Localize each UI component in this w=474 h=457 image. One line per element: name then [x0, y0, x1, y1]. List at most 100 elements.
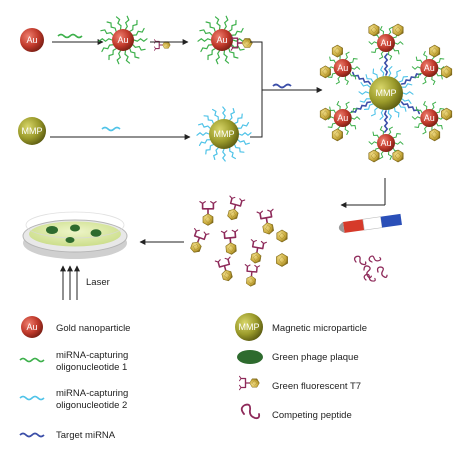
svg-text:Au: Au: [424, 113, 435, 123]
complex-phage-head: [441, 107, 453, 121]
mmp-core: MMP: [369, 76, 403, 110]
au-label: Au: [26, 35, 37, 45]
competing-peptides-cluster: [353, 255, 388, 282]
legend-gold-icon: Au: [21, 316, 43, 338]
legend-oligo1-line2: oligonucleotide 1: [56, 362, 127, 373]
mmp-particle-start: MMP: [18, 117, 46, 145]
merge-bracket: [250, 41, 263, 138]
legend-oligo2-line2: oligonucleotide 2: [56, 400, 127, 411]
peptide-3: [368, 255, 382, 263]
released-phage-6: [250, 239, 267, 264]
svg-text:Au: Au: [380, 38, 391, 48]
peptide-5: [363, 273, 376, 282]
legend-mmp-icon: MMP: [235, 313, 263, 341]
phage-head: [227, 208, 239, 221]
legend-mirna-icon: [19, 432, 45, 438]
petri-dish: [22, 211, 128, 259]
legend-target-mirna: Target miRNA: [56, 430, 116, 441]
phage-head: [241, 38, 253, 48]
legend-competing-peptide: Competing peptide: [272, 410, 352, 421]
au-satellite-5: Au: [333, 109, 352, 127]
free-phage-head: [276, 229, 288, 243]
legend-oligo2-icon: [19, 395, 45, 401]
bound-phage: [230, 35, 253, 51]
au-particle-capture: Au: [112, 29, 134, 51]
phage-head: [162, 41, 171, 49]
au-with-oligo1: Au: [98, 15, 148, 65]
phage-head: [262, 222, 274, 235]
mirna-icon-merge: [272, 83, 292, 89]
complex-phage-head: [319, 107, 331, 121]
svg-text:Au: Au: [337, 63, 348, 73]
legend-green-fluorescent-t7: Green fluorescent T7: [272, 381, 361, 392]
phage-head: [249, 378, 260, 388]
au-satellite-4: Au: [377, 134, 395, 152]
complex-phage-head: [441, 65, 453, 79]
complex-phage-head: [429, 44, 441, 58]
complex-phage-head: [429, 128, 441, 142]
legend-plaque-icon: [237, 350, 263, 364]
mmp-particle-capture: MMP: [209, 119, 239, 149]
phage-head: [221, 269, 233, 282]
phage-plaque-4: [65, 237, 75, 243]
legend-green-phage-plaque: Green phage plaque: [272, 352, 359, 363]
magnet-icon: [338, 213, 402, 233]
svg-text:Au: Au: [117, 35, 128, 45]
released-phage-2: [227, 195, 246, 221]
au-satellite-1: Au: [377, 34, 395, 52]
svg-text:Au: Au: [380, 138, 391, 148]
phage-head: [202, 213, 214, 226]
phage-head: [225, 242, 237, 255]
phage-plaque-3: [90, 229, 102, 237]
au-particle-phage: Au: [211, 29, 233, 51]
mmp-label: MMP: [22, 126, 43, 136]
complex-phage-head: [331, 128, 343, 142]
legend-peptide-icon: [240, 403, 261, 420]
au-particle-start: Au: [20, 28, 44, 52]
released-phages-cluster: [190, 195, 288, 287]
peptide-1: [353, 255, 367, 266]
complex-phage-head: [331, 44, 343, 58]
legend-oligo1-icon: [19, 357, 45, 363]
free-phage-head: [276, 253, 288, 267]
complex-phage-head: [392, 23, 404, 37]
released-phage-5: [220, 229, 239, 255]
svg-text:Au: Au: [216, 35, 227, 45]
released-phage-3: [256, 208, 274, 235]
mmp-with-oligo2: MMP: [196, 106, 252, 162]
svg-text:MMP: MMP: [376, 88, 397, 98]
phage-head: [250, 251, 262, 264]
phage-plaque-2: [70, 224, 80, 232]
au-with-phage: Au: [197, 15, 253, 65]
au-satellite-6: Au: [333, 59, 352, 77]
legend-magnetic-microparticle: Magnetic microparticle: [272, 323, 367, 334]
legend-oligo1-line1: miRNA-capturing: [56, 350, 128, 361]
legend: Au Gold nanoparticle miRNA-capturing oli…: [19, 313, 367, 441]
phage-head: [190, 241, 202, 253]
phage-icon-small: [154, 39, 171, 51]
peptide-4: [376, 266, 388, 279]
svg-text:MMP: MMP: [214, 129, 235, 139]
complex-phage-head: [368, 149, 380, 163]
legend-phage-icon: [239, 375, 260, 391]
oligo2-icon-mid: [101, 126, 121, 132]
legend-oligo2-line1: miRNA-capturing: [56, 388, 128, 399]
released-phage-7: [214, 256, 233, 282]
svg-text:Au: Au: [424, 63, 435, 73]
peptide-2: [363, 265, 372, 279]
au-satellite-2: Au: [420, 59, 439, 77]
svg-text:MMP: MMP: [239, 322, 260, 332]
complex-phage-head: [368, 23, 380, 37]
oligo1-icon-top: [57, 33, 83, 39]
complex-phage-head: [319, 65, 331, 79]
released-phage-4: [190, 228, 210, 253]
complex-phage-head: [392, 149, 404, 163]
svg-text:Au: Au: [26, 322, 37, 332]
released-phage-8: [244, 264, 261, 287]
phage-plaque-1: [46, 226, 58, 234]
laser-label: Laser: [86, 277, 110, 288]
phage-head: [246, 275, 256, 287]
